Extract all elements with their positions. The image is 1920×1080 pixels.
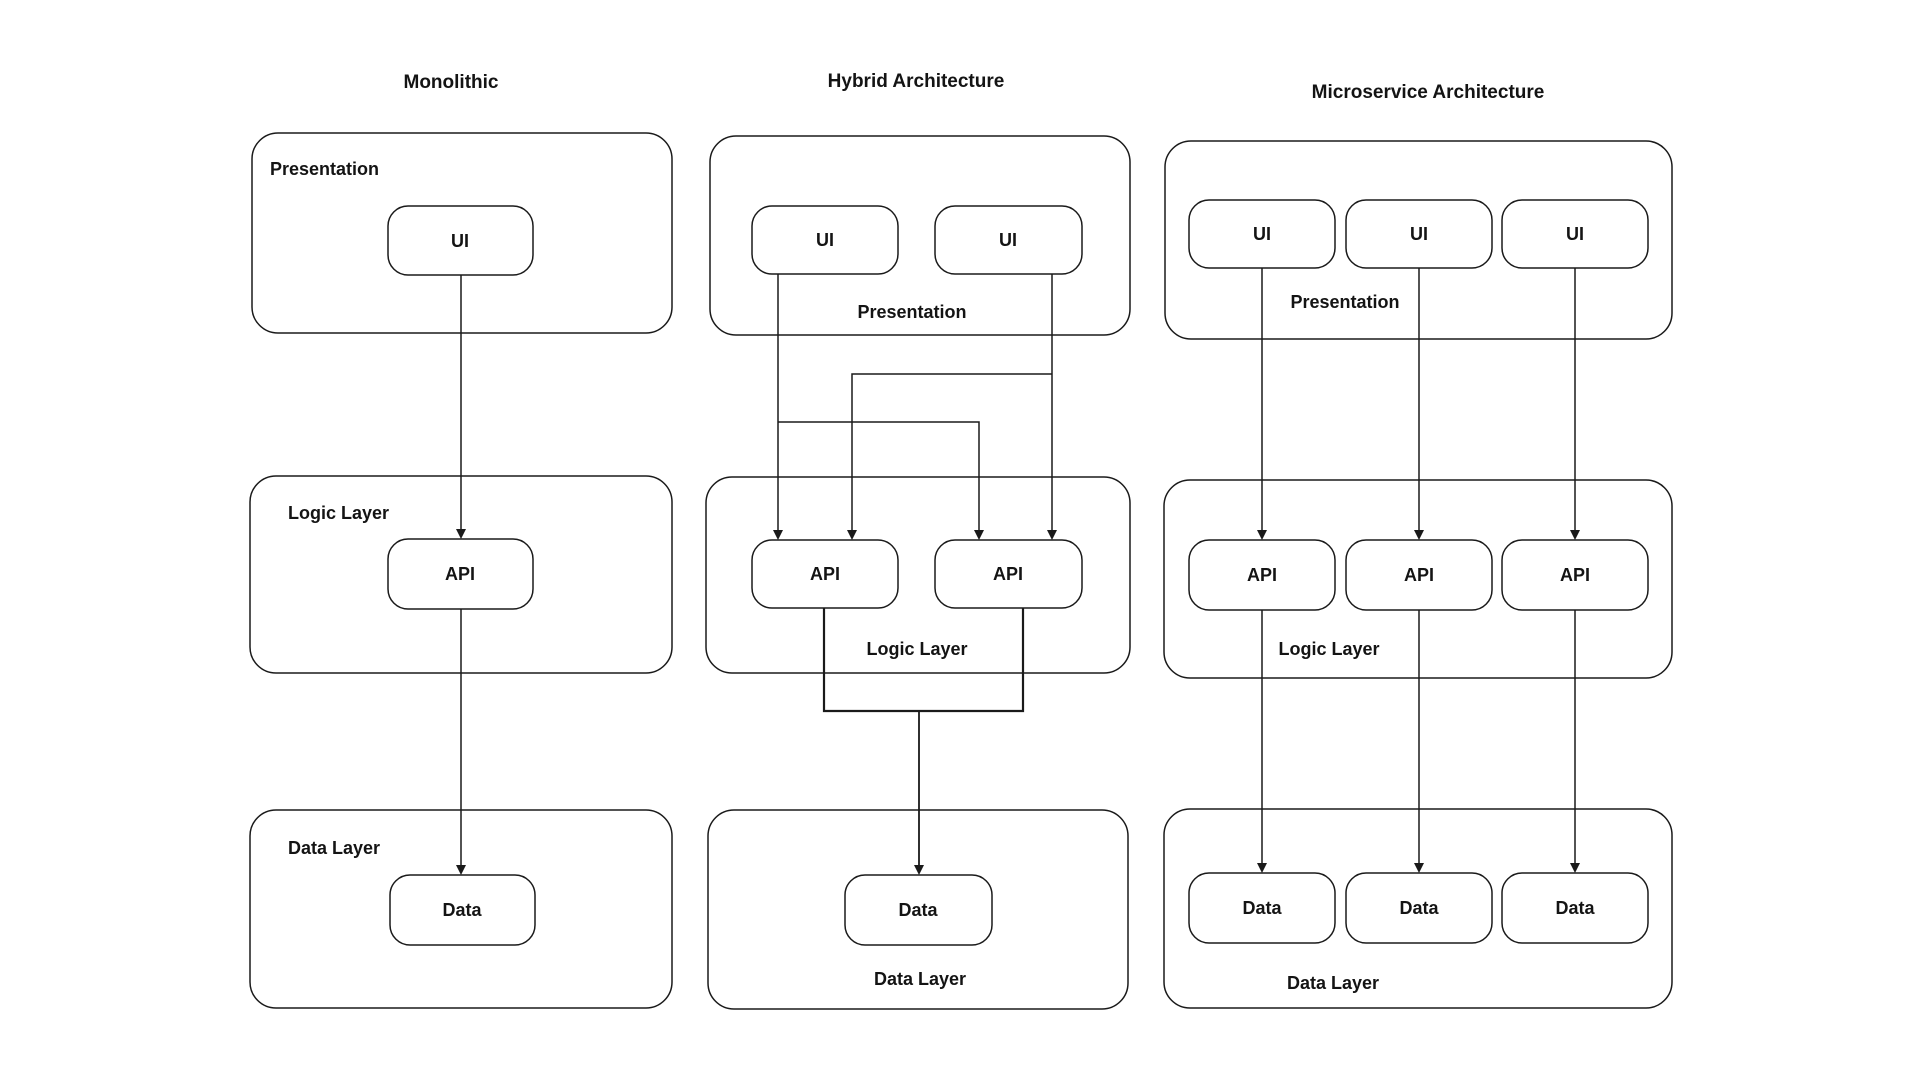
hybrid-presentation-label: Presentation xyxy=(857,302,966,322)
hybrid-ui1-node xyxy=(751,205,899,275)
hybrid-ui2-node xyxy=(934,205,1083,275)
microservice-api2-node xyxy=(1345,539,1493,611)
microservice-api3-node-label: API xyxy=(1560,565,1590,585)
monolithic-logic-label: Logic Layer xyxy=(288,503,389,523)
monolithic-ui-node xyxy=(387,205,534,276)
microservice-api3-node xyxy=(1501,539,1649,611)
microservice-data1-node xyxy=(1188,872,1336,944)
microservice-data1-node-label: Data xyxy=(1242,898,1282,918)
hybrid-ui2-node-label: UI xyxy=(999,230,1017,250)
microservice-ui1-node-label: UI xyxy=(1253,224,1271,244)
hybrid-api2-node xyxy=(934,539,1083,609)
hybrid-api-merge-connector xyxy=(822,608,1025,713)
monolithic-title: Monolithic xyxy=(404,72,499,93)
hybrid-logic-label: Logic Layer xyxy=(866,639,967,659)
monolithic-column: Monolithic Presentation Logic Layer Data… xyxy=(249,72,673,1009)
microservice-api1-node xyxy=(1188,539,1336,611)
microservice-data-label: Data Layer xyxy=(1287,973,1379,993)
microservice-data2-node xyxy=(1345,872,1493,944)
hybrid-api1-node-label: API xyxy=(810,564,840,584)
microservice-presentation-label: Presentation xyxy=(1290,292,1399,312)
monolithic-ui-node-label: UI xyxy=(451,231,469,251)
monolithic-api-node-label: API xyxy=(445,564,475,584)
microservice-title: Microservice Architecture xyxy=(1312,82,1545,103)
hybrid-api2-node-label: API xyxy=(993,564,1023,584)
monolithic-api-node xyxy=(387,538,534,610)
hybrid-data-label: Data Layer xyxy=(874,969,966,989)
monolithic-presentation-label: Presentation xyxy=(270,159,379,179)
hybrid-ui1-api2-arrow xyxy=(778,421,984,540)
monolithic-data-label: Data Layer xyxy=(288,838,380,858)
hybrid-data-node-label: Data xyxy=(898,900,938,920)
monolithic-data-node-label: Data xyxy=(442,900,482,920)
monolithic-data-node xyxy=(389,874,536,946)
hybrid-ui2-api1-arrow xyxy=(847,373,1052,540)
hybrid-title: Hybrid Architecture xyxy=(828,71,1005,92)
microservice-ui3-node-label: UI xyxy=(1566,224,1584,244)
hybrid-api1-node xyxy=(751,539,899,609)
microservice-ui2-node xyxy=(1345,199,1493,269)
microservice-column: Microservice Architecture Presentation L… xyxy=(1163,82,1673,1009)
hybrid-ui1-node-label: UI xyxy=(816,230,834,250)
microservice-api2-node-label: API xyxy=(1404,565,1434,585)
microservice-ui3-node xyxy=(1501,199,1649,269)
hybrid-column: Hybrid Architecture Presentation Logic L… xyxy=(705,71,1131,1010)
hybrid-data-node xyxy=(844,874,993,946)
microservice-data3-node xyxy=(1501,872,1649,944)
microservice-data2-node-label: Data xyxy=(1399,898,1439,918)
microservice-ui1-node xyxy=(1188,199,1336,269)
microservice-data3-node-label: Data xyxy=(1555,898,1595,918)
hybrid-presentation-layer xyxy=(709,135,1131,336)
microservice-logic-label: Logic Layer xyxy=(1278,639,1379,659)
microservice-api1-node-label: API xyxy=(1247,565,1277,585)
microservice-ui2-node-label: UI xyxy=(1410,224,1428,244)
